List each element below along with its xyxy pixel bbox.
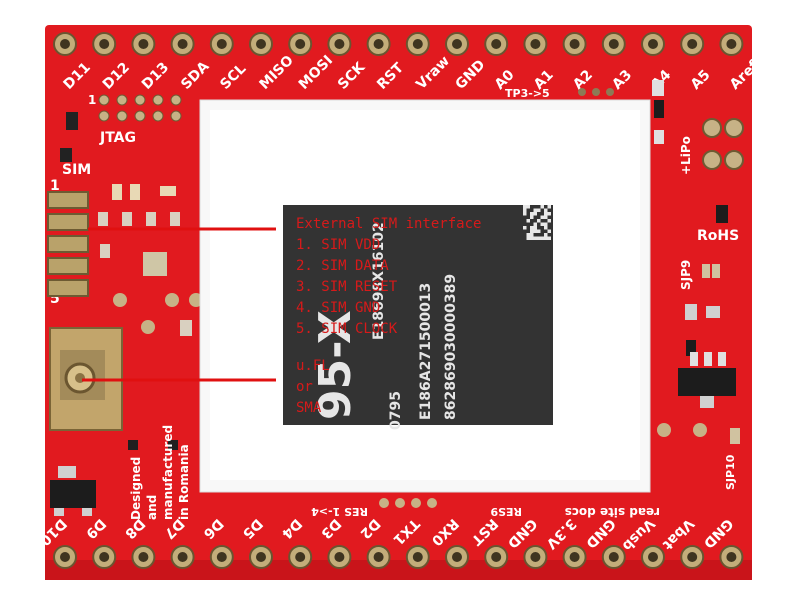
res-label: RES 1->4 xyxy=(311,505,368,518)
jtag-header: 1 JTAG xyxy=(88,93,182,146)
sot-transistor-left xyxy=(50,466,96,516)
lipo-label: +LiPo xyxy=(679,136,693,175)
svg-text:Designed: Designed xyxy=(129,457,143,520)
maker-label: Designed and manufactured in Romania xyxy=(129,425,191,520)
annotation-title: External SIM interface xyxy=(296,216,481,232)
jtag-pin1-label: 1 xyxy=(88,93,96,107)
sjp10-label: SJP10 xyxy=(724,454,737,490)
sim-label: SIM xyxy=(62,162,91,178)
svg-text:862869030000389: 862869030000389 xyxy=(443,274,459,420)
annotation-item-3: 3. SIM RESET xyxy=(296,279,398,295)
sim-pads: SIM 1 5 xyxy=(47,162,91,307)
right-components: TP3->5 +LiPo RoHS SJP9 SJP10 xyxy=(505,80,744,490)
datamatrix-code xyxy=(523,205,551,240)
tp-label: TP3->5 xyxy=(505,87,550,100)
annotation-item-4: 4. SIM GND xyxy=(296,300,380,316)
sim-pin5-label: 5 xyxy=(50,291,60,307)
usb-docs-label: read site docs xyxy=(565,505,660,519)
res-header: RES 1->4 RES9 read site docs xyxy=(311,498,660,519)
left-components xyxy=(60,112,203,450)
sim-pin1-label: 1 xyxy=(50,178,60,194)
svg-text:95-X: 95-X xyxy=(310,310,361,420)
svg-text:in Romania: in Romania xyxy=(177,444,191,520)
svg-text:manufactured: manufactured xyxy=(161,425,175,520)
annotation-overlay: 95-X E18698X16102 0795 E186A271500013 86… xyxy=(82,205,553,430)
rohs-label: RoHS xyxy=(697,228,739,244)
sjp9-label: SJP9 xyxy=(679,260,693,290)
top-pin-row xyxy=(53,32,744,56)
annotation-antenna-2: or xyxy=(296,379,313,395)
svg-text:E18698X16102: E18698X16102 xyxy=(371,222,387,340)
svg-text:E186A271500013: E186A271500013 xyxy=(418,283,434,420)
module-label: 95-X E18698X16102 0795 E186A271500013 86… xyxy=(310,222,459,430)
res9-label: RES9 xyxy=(490,505,522,518)
bottom-pin-row xyxy=(53,545,744,569)
annotation-item-2: 2. SIM DATA xyxy=(296,258,389,274)
jtag-label: JTAG xyxy=(99,130,136,146)
annotation-item-1: 1. SIM VDD xyxy=(296,237,380,253)
annotation-item-5: 5. SIM CLOCK xyxy=(296,321,398,337)
annotation-antenna-1: u.FL xyxy=(296,358,330,374)
svg-text:and: and xyxy=(145,495,159,520)
annotation-antenna-3: SMA xyxy=(296,400,322,416)
svg-text:0795: 0795 xyxy=(388,391,404,430)
annotation-box xyxy=(283,205,553,425)
